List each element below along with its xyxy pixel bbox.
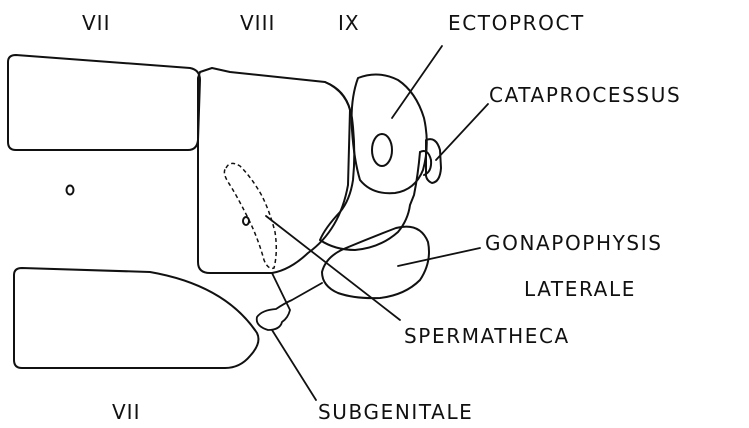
ectoproct — [352, 74, 427, 193]
spiracle-viii — [243, 217, 249, 225]
spiracle-vii — [67, 186, 74, 195]
anal-opening — [372, 134, 392, 166]
segment-label-viii: VIII — [240, 11, 275, 35]
label-laterale: LATERALE — [524, 277, 636, 301]
label-cataprocessus: CATAPROCESSUS — [489, 83, 681, 107]
leader-subgenitale — [272, 330, 316, 400]
leader-cataprocessus — [436, 104, 488, 160]
label-ectoproct: ECTOPROCT — [448, 11, 585, 35]
tergite-vii — [8, 55, 200, 150]
label-gonapophysis: GONAPOPHYSIS — [485, 231, 663, 255]
label-spermatheca: SPERMATHECA — [404, 324, 570, 348]
subgenitale-outline — [257, 273, 322, 330]
segment-label-ix: IX — [338, 11, 360, 35]
cataprocessus — [426, 139, 441, 183]
leader-gonapophysis — [398, 248, 480, 266]
sternite-vii — [14, 268, 258, 368]
spermatheca-outline — [224, 163, 276, 268]
segment-label-vii-bottom: VII — [112, 400, 140, 424]
label-subgenitale: SUBGENITALE — [318, 400, 473, 424]
tergite-viii — [198, 68, 350, 273]
segment-label-vii-top: VII — [82, 11, 110, 35]
tergite-ix — [320, 82, 420, 250]
